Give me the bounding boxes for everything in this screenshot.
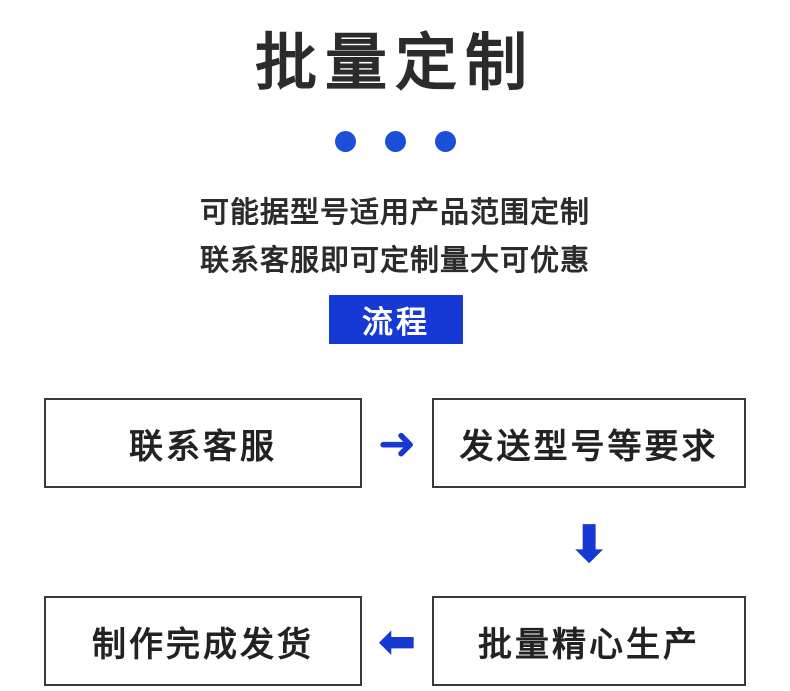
dot-icon <box>384 131 406 152</box>
dot-icon <box>334 131 356 152</box>
dot-icon <box>434 131 456 152</box>
flow-step-send: 发送型号等要求 <box>432 398 746 488</box>
subtitle-line-1: 可能据型号适用产品范围定制 <box>199 197 590 229</box>
page-title: 批量定制 <box>254 29 535 98</box>
dot-separator <box>0 131 790 152</box>
flow-step-produce: 批量精心生产 <box>432 596 746 686</box>
flow-badge: 流程 <box>329 295 463 344</box>
arrow-right-icon: ➜ <box>377 417 417 469</box>
flow-step-contact: 联系客服 <box>44 398 362 488</box>
subtitle-line-2: 联系客服即可定制量大可优惠 <box>199 245 590 277</box>
arrow-down-icon: ⬇ <box>567 516 611 574</box>
arrow-left-icon: ⬅ <box>377 615 417 667</box>
flow-step-ship: 制作完成发货 <box>44 596 362 686</box>
